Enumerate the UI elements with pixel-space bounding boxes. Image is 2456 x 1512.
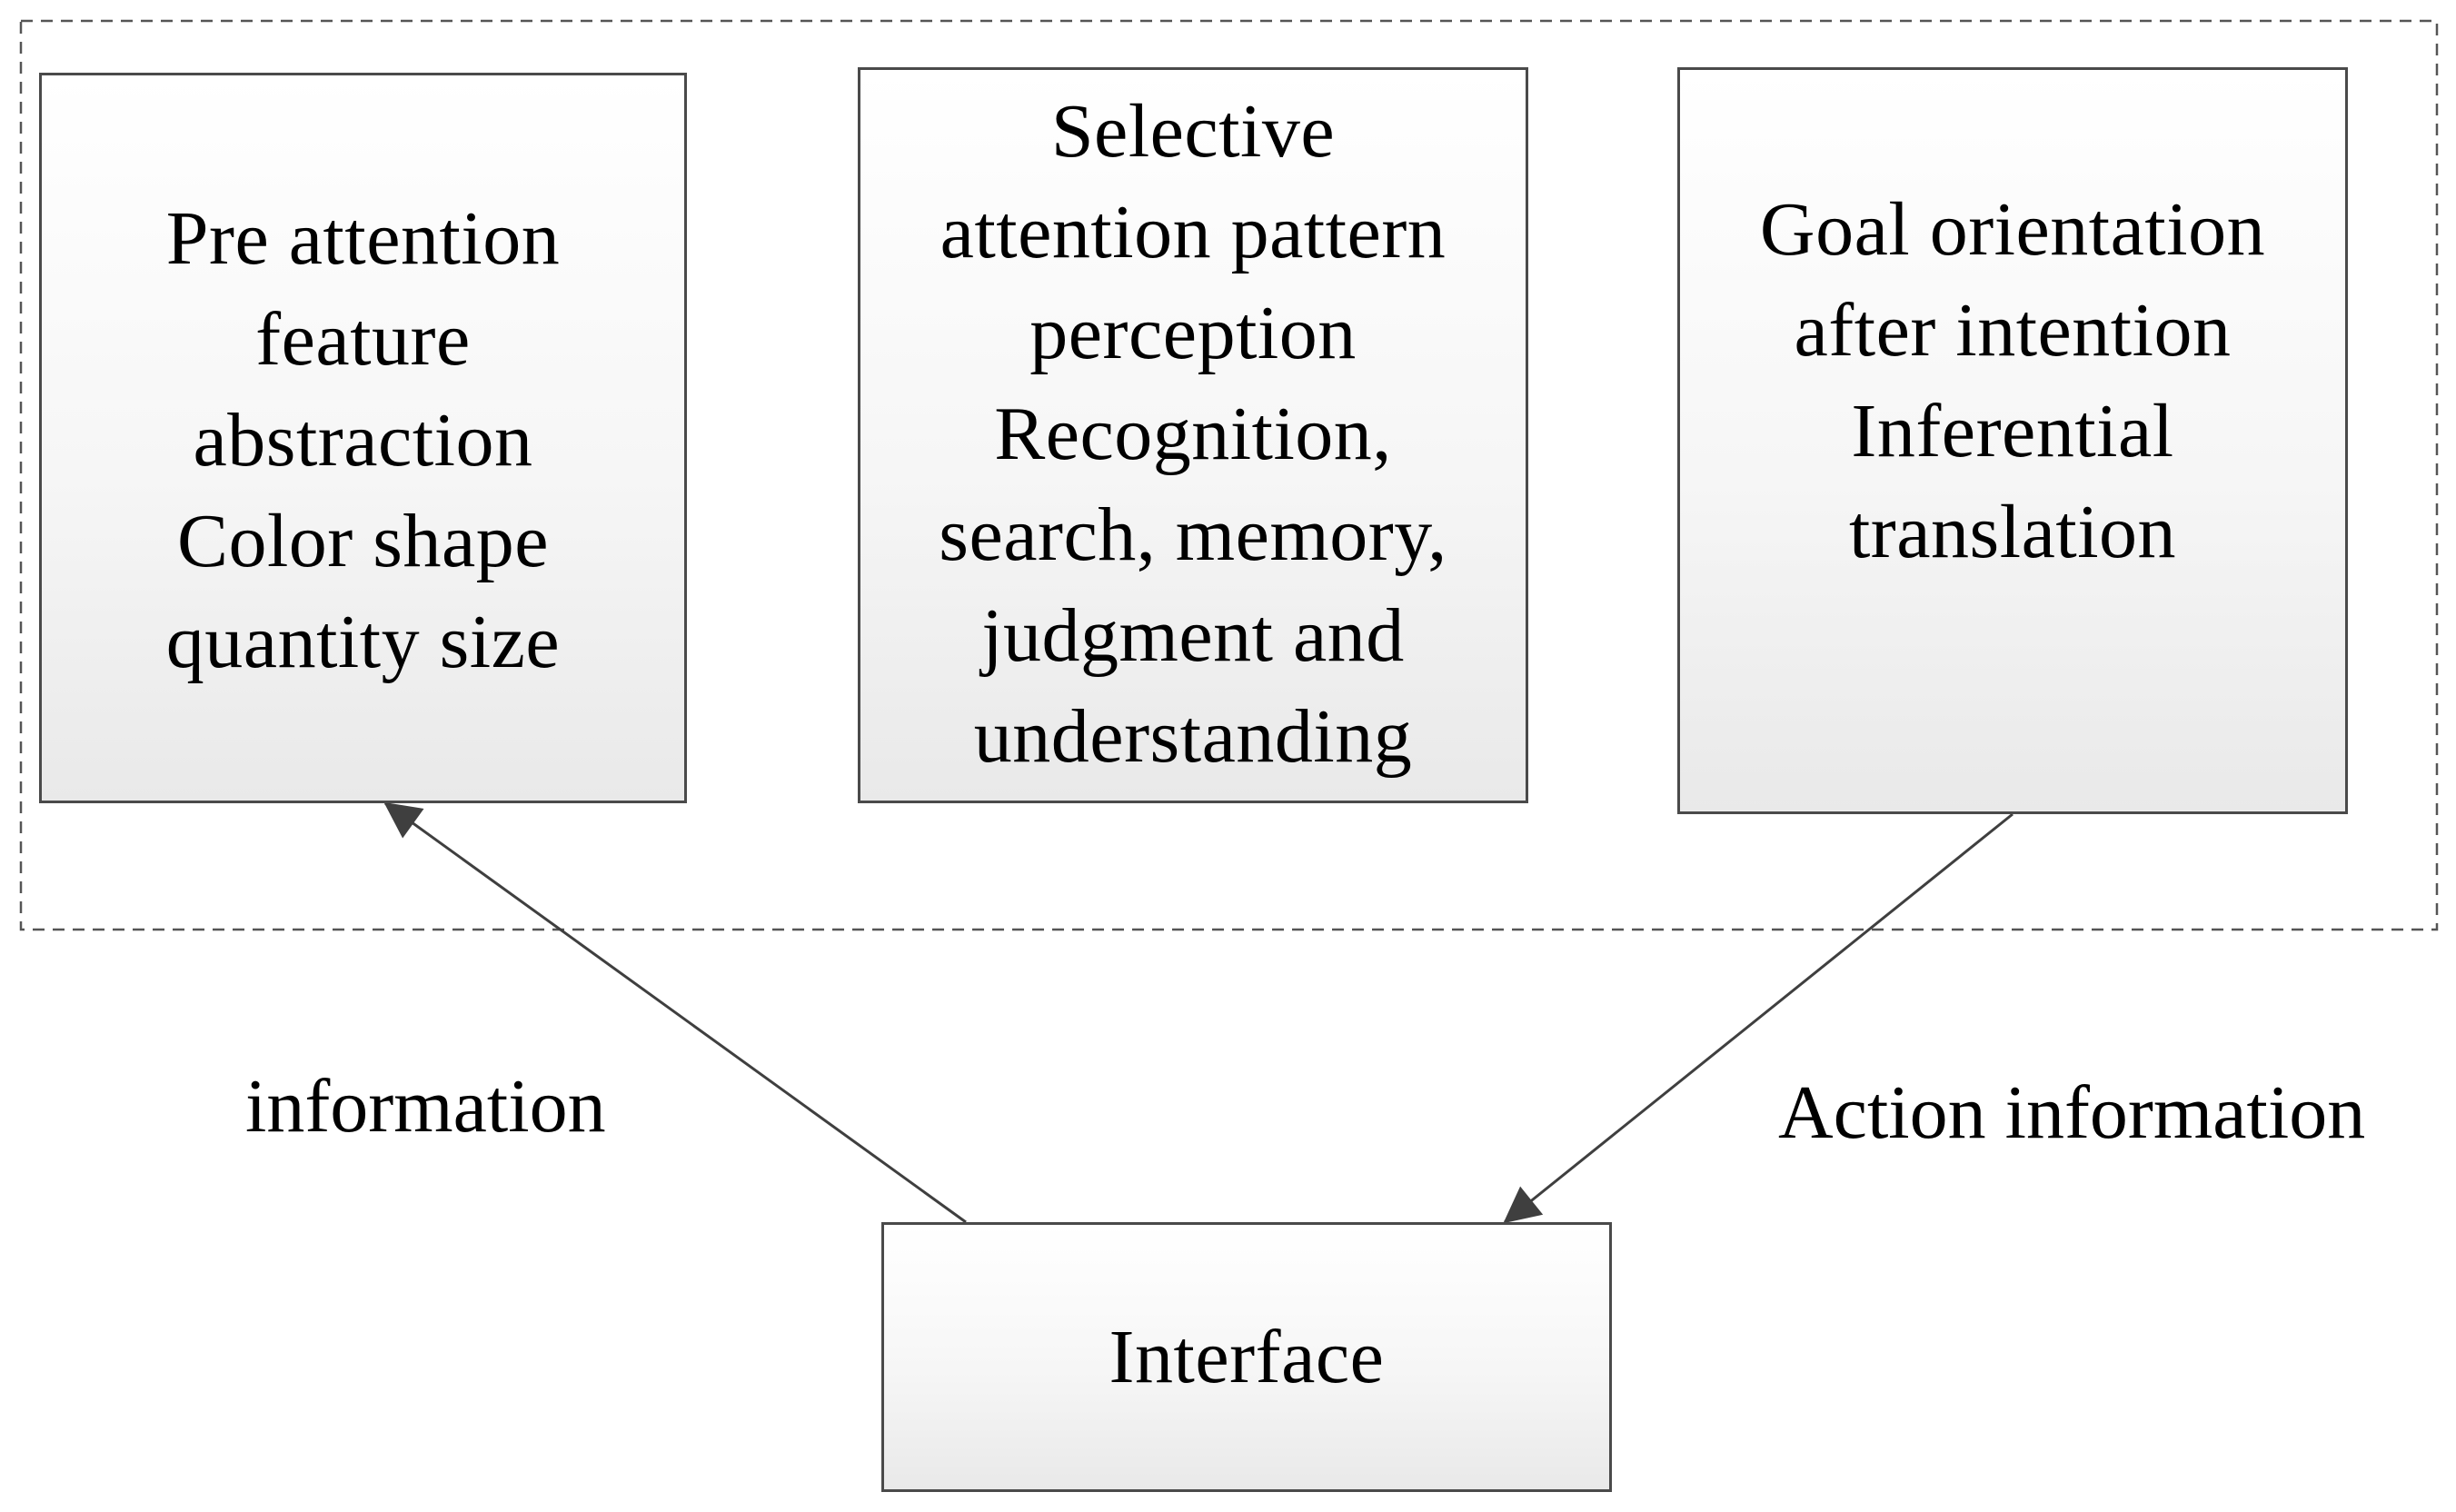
goal-orientation-line: Goal orientation xyxy=(1759,187,2266,272)
selective-attention-line: Recognition, xyxy=(994,391,1392,476)
information-label: information xyxy=(245,1064,606,1149)
pre-attention-box: Pre attention feature abstraction Color … xyxy=(39,73,687,803)
action-information-label: Action information xyxy=(1778,1070,2366,1155)
pre-attention-line: Pre attention xyxy=(165,196,561,281)
selective-attention-line: Selective xyxy=(1050,88,1336,174)
selective-attention-line: judgment and xyxy=(981,592,1405,678)
interface-box: Interface xyxy=(881,1222,1612,1492)
information-arrow xyxy=(383,801,967,1224)
goal-orientation-line: Inferential xyxy=(1851,389,2174,473)
selective-attention-box: Selective attention pattern perception R… xyxy=(858,67,1528,803)
goal-orientation-line: after intention xyxy=(1794,288,2232,373)
selective-attention-line: attention pattern xyxy=(940,189,1447,274)
goal-orientation-line: translation xyxy=(1848,490,2177,574)
action-information-arrow xyxy=(1503,812,2014,1224)
pre-attention-line: quantity size xyxy=(165,600,561,684)
goal-orientation-box: Goal orientation after intention Inferen… xyxy=(1677,67,2348,814)
selective-attention-line: search, memory, xyxy=(939,492,1447,577)
group-boundary xyxy=(19,19,2439,931)
interface-label: Interface xyxy=(1109,1315,1385,1399)
selective-attention-text: Selective attention pattern perception R… xyxy=(939,81,1447,787)
selective-attention-line: perception xyxy=(1029,290,1357,375)
selective-attention-line: understanding xyxy=(973,693,1413,779)
interface-text: Interface xyxy=(1109,1307,1385,1408)
pre-attention-line: feature xyxy=(255,297,471,382)
pre-attention-text: Pre attention feature abstraction Color … xyxy=(166,188,560,692)
goal-orientation-text: Goal orientation after intention Inferen… xyxy=(1760,179,2265,582)
pre-attention-line: abstraction xyxy=(193,398,533,482)
pre-attention-line: Color shape xyxy=(176,499,550,583)
